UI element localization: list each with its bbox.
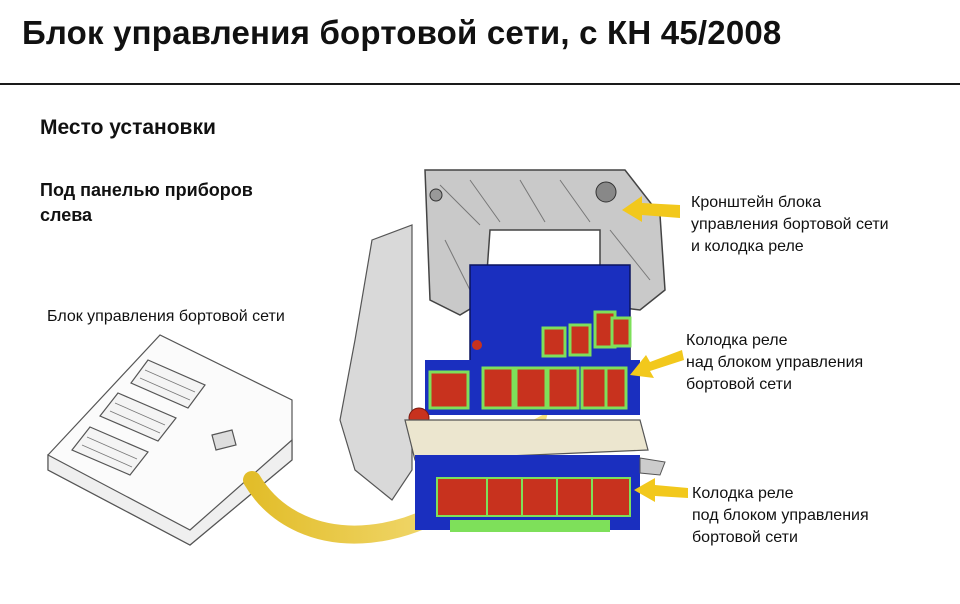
location-line-2: слева xyxy=(40,205,93,225)
assembly-drawing xyxy=(339,169,666,532)
section-heading: Место установки xyxy=(40,116,216,139)
callout-line: бортовой сети xyxy=(692,529,798,546)
callout-line: Колодка реле xyxy=(692,485,794,502)
callout-arrow-1 xyxy=(622,196,680,222)
title-divider xyxy=(0,83,960,85)
callout-arrows xyxy=(622,196,688,502)
callout-line: управления бортовой сети xyxy=(691,216,889,233)
callout-upper-relays: Колодка реле над блоком управления борто… xyxy=(686,330,863,396)
callout-line: Кронштейн блока xyxy=(691,194,822,211)
location-line-1: Под панелью приборов xyxy=(40,180,253,200)
callout-arrow-2 xyxy=(630,350,684,378)
callout-lower-relays: Колодка реле под блоком управления борто… xyxy=(692,483,869,549)
callout-line: бортовой сети xyxy=(686,376,792,393)
callout-line: над блоком управления xyxy=(686,354,864,371)
location-text: Под панелью приборов слева xyxy=(40,178,253,228)
callout-line: и колодка реле xyxy=(691,238,804,255)
callout-bracket: Кронштейн блока управления бортовой сети… xyxy=(691,192,889,258)
callout-line: Колодка реле xyxy=(686,332,788,349)
slide-title: Блок управления бортовой сети, с КН 45/2… xyxy=(22,14,782,51)
callout-line: под блоком управления xyxy=(692,507,869,524)
control-unit-drawing xyxy=(47,334,293,546)
unit-label: Блок управления бортовой сети xyxy=(47,308,285,325)
callout-arrow-3 xyxy=(634,478,688,502)
